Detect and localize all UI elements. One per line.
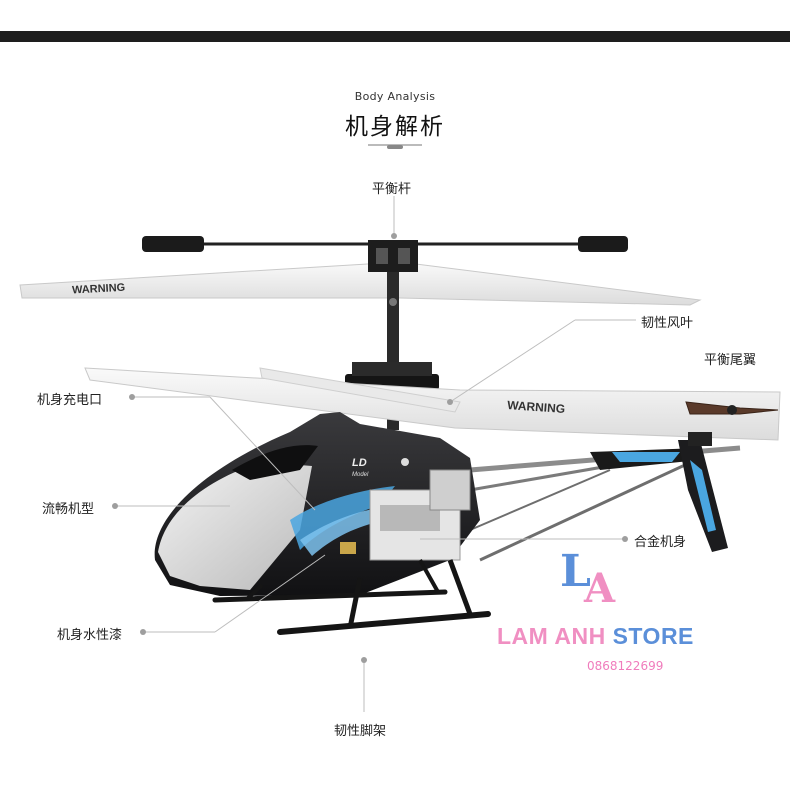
- store-phone: 0868122699: [587, 659, 664, 673]
- lower-rotor-blade: [84, 367, 781, 441]
- label-landing-gear: 韧性脚架: [334, 724, 387, 739]
- callout-lines: [115, 196, 636, 712]
- top-bar: [0, 0, 790, 42]
- header: Body Analysis 机身解析: [0, 90, 790, 141]
- body-badge: LD: [352, 457, 367, 469]
- store-name-part1: LAM ANH: [497, 623, 606, 649]
- warning-text-bottom: WARNING: [507, 398, 566, 416]
- callout-dots: [112, 233, 628, 663]
- logo-letter-l: L: [560, 546, 591, 597]
- label-water-paint: 机身水性漆: [57, 628, 123, 643]
- tail-section: [590, 401, 779, 552]
- label-streamlined-body: 流畅机型: [42, 502, 95, 517]
- page-title: 机身解析: [345, 114, 445, 140]
- label-tail-wing: 平衡尾翼: [704, 353, 757, 368]
- body-badge-sub: Model: [352, 472, 369, 478]
- label-flexible-blade: 韧性风叶: [641, 316, 694, 331]
- logo-letter-a: A: [583, 565, 616, 608]
- label-alloy-body: 合金机身: [634, 535, 687, 550]
- store-name-part2: STORE: [612, 623, 694, 649]
- landing-gear: [212, 559, 491, 635]
- store-name: LAM ANH STORE: [497, 623, 694, 650]
- helicopter-body: [154, 412, 481, 596]
- title-divider-accent: [387, 145, 403, 149]
- label-charging-port: 机身充电口: [37, 393, 103, 408]
- subtitle: Body Analysis: [354, 90, 436, 103]
- warning-text-top: WARNING: [72, 282, 126, 297]
- store-logo: L A: [560, 546, 616, 608]
- top-strip: [0, 31, 790, 42]
- label-stabilizer-bar: 平衡杆: [372, 182, 412, 197]
